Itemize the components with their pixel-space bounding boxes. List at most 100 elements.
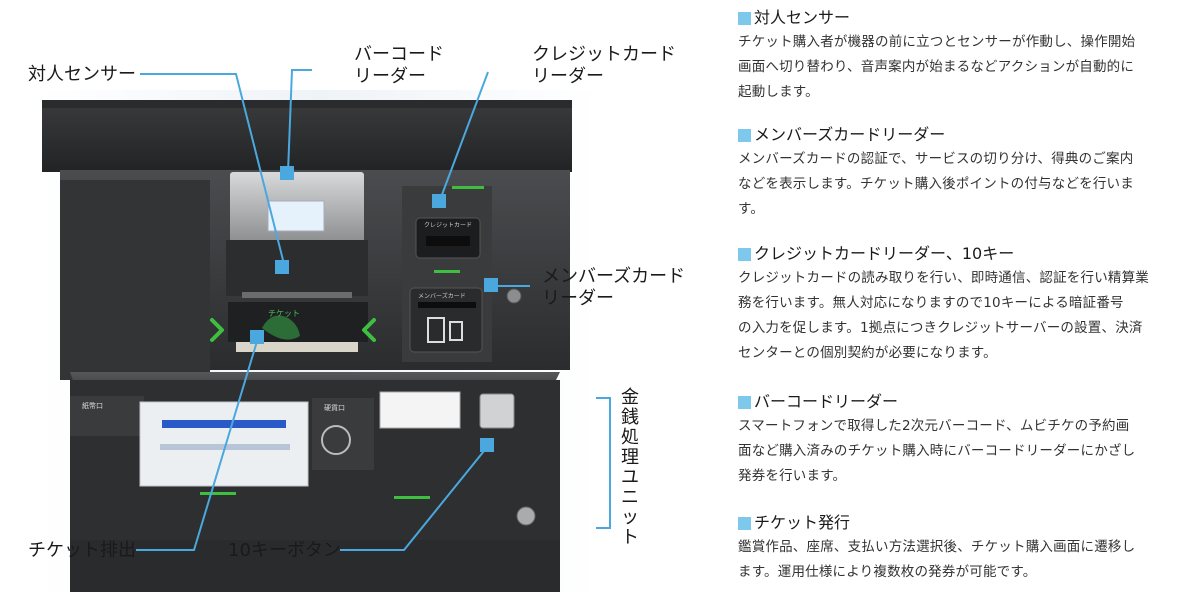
- barcode-reader-base: [226, 240, 368, 296]
- card-insert-icon: [427, 317, 463, 343]
- monitor-bezel: [42, 100, 572, 108]
- desc-line: 務を行います。無人対応になりますので10キーによる暗証番号: [738, 295, 1124, 311]
- desc-line: センターとの個別契約が必要になります。: [738, 345, 997, 361]
- square-bullet-icon: [738, 247, 751, 261]
- callout-human-sensor: 対人センサー: [28, 64, 136, 85]
- callout-members-card-reader: メンバーズカード リーダー: [542, 266, 685, 310]
- desc-body: チケット購入者が機器の前に立つとセンサーが作動し、操作開始 画面へ切り替わり、音…: [738, 30, 1198, 105]
- desc-title: メンバーズカードリーダー: [738, 125, 1198, 145]
- green-marker-top: [452, 186, 484, 189]
- marker-barcode: [280, 166, 294, 180]
- ticket-area-label: チケット: [268, 309, 300, 318]
- callout-cash-unit: 金 銭 処 理 ユ ニ ッ ト: [620, 388, 640, 548]
- callout-members-line2: リーダー: [542, 288, 614, 309]
- desc-line: 発券を行います。: [738, 468, 847, 484]
- tenkey-pad: [479, 393, 515, 429]
- desc-title-text: チケット発行: [754, 513, 851, 532]
- cash-unit-char: ニ: [621, 487, 639, 508]
- desc-barcode-reader: バーコードリーダー スマートフォンで取得した2次元バーコード、ムビチケの予約画 …: [738, 392, 1198, 489]
- barcode-reader-window: [267, 200, 325, 232]
- cash-unit-char: 銭: [621, 407, 639, 428]
- members-card-opening: [418, 302, 476, 308]
- desc-line: などを表示します。チケット購入後ポイントの付与などを行いま: [738, 176, 1134, 192]
- marker-human-sensor: [275, 260, 289, 274]
- callout-ticket-output: チケット排出: [28, 540, 136, 561]
- cash-unit-bracket: [596, 397, 611, 529]
- kiosk-illustration: チケット クレジットカード メンバーズカード 紙幣口 硬貨口: [40, 69, 611, 592]
- line-credit: [439, 71, 489, 201]
- cash-unit-char: 処: [621, 427, 639, 448]
- desc-line: 起動します。: [738, 84, 819, 100]
- desc-line: スマートフォンで取得した2次元バーコード、ムビチケの予約画: [738, 418, 1130, 434]
- desc-body: 鑑賞作品、座席、支払い方法選択後、チケット購入画面に遷移し ます。運用仕様により…: [738, 535, 1198, 585]
- desc-title: クレジットカードリーダー、10キー: [738, 244, 1198, 264]
- square-bullet-icon: [738, 11, 751, 25]
- desc-line: 鑑賞作品、座席、支払い方法選択後、チケット購入画面に遷移し: [738, 539, 1136, 555]
- desc-credit-card-reader: クレジットカードリーダー、10キー クレジットカードの読み取りを行い、即時通信、…: [738, 244, 1198, 366]
- barcode-reader-strip: [242, 292, 352, 298]
- desc-title: バーコードリーダー: [738, 392, 1198, 412]
- callout-credit-line2: リーダー: [532, 66, 604, 87]
- line-barcode: [287, 69, 312, 173]
- credit-slot-label: クレジットカード: [424, 222, 472, 229]
- desc-title: 対人センサー: [738, 8, 1198, 28]
- ticket-tray: [236, 342, 358, 352]
- desc-title: チケット発行: [738, 513, 1198, 533]
- marker-members: [484, 278, 498, 292]
- marker-tenkey: [480, 438, 494, 452]
- chevron-right-icon: [210, 318, 224, 342]
- receipt-slot: [379, 391, 461, 429]
- marker-credit: [432, 194, 446, 208]
- bill-tray-strip: [162, 420, 286, 428]
- desc-ticket-issue: チケット発行 鑑賞作品、座席、支払い方法選択後、チケット購入画面に遷移し ます。…: [738, 513, 1198, 585]
- desc-line: クレジットカードの読み取りを行い、即時通信、認証を行い精算業: [738, 270, 1149, 286]
- credit-card-opening: [426, 236, 470, 246]
- cash-unit-char: 金: [621, 387, 639, 408]
- bill-slot-label: 紙幣口: [82, 401, 103, 410]
- line-human-sensor: [140, 73, 285, 265]
- desc-body: メンバーズカードの認証で、サービスの切り分け、得典のご案内 などを表示します。チ…: [738, 147, 1198, 222]
- desc-title-text: 対人センサー: [754, 8, 851, 27]
- members-slot-label: メンバーズカード: [418, 292, 466, 300]
- bill-slot-panel: [70, 396, 144, 436]
- desc-title-text: クレジットカードリーダー、10キー: [754, 244, 1015, 263]
- credit-green-marker: [434, 270, 460, 273]
- desc-line: の入力を促します。1拠点につきクレジットサーバーの設置、決済: [738, 320, 1143, 336]
- callout-members-line1: メンバーズカード: [542, 266, 686, 287]
- ticket-hand-glyph: [262, 315, 300, 340]
- chevron-left-icon: [362, 318, 376, 342]
- desc-line: 面など購入済みのチケット購入時にバーコードリーダーにかざし: [738, 443, 1136, 459]
- left-panel: [60, 180, 210, 380]
- monitor-body: [42, 100, 572, 172]
- lock-knob: [506, 288, 522, 304]
- square-bullet-icon: [738, 516, 751, 530]
- green-marker-coin: [394, 496, 430, 499]
- desc-human-sensor: 対人センサー チケット購入者が機器の前に立つとセンサーが作動し、操作開始 画面へ…: [738, 8, 1198, 105]
- callout-ten-key: 10キーボタン: [228, 540, 341, 561]
- coin-dial-icon: [321, 425, 351, 455]
- desc-line: チケット購入者が機器の前に立つとセンサーが作動し、操作開始: [738, 34, 1136, 50]
- green-marker-bill: [200, 492, 236, 495]
- callout-barcode-reader: バーコード リーダー: [354, 44, 444, 88]
- callout-credit-card-reader: クレジットカード リーダー: [532, 44, 676, 88]
- line-ticket: [136, 337, 259, 551]
- callout-markers: [250, 166, 498, 452]
- callout-lines: [136, 69, 530, 551]
- key-lock-icon: [516, 506, 536, 526]
- line-tenkey: [340, 445, 489, 551]
- desc-body: スマートフォンで取得した2次元バーコード、ムビチケの予約画 面など購入済みのチケ…: [738, 414, 1198, 489]
- desc-line: メンバーズカードの認証で、サービスの切り分け、得典のご案内: [738, 151, 1134, 167]
- desc-line: す。: [738, 201, 765, 217]
- cash-unit-char: ユ: [621, 467, 639, 488]
- marker-ticket: [250, 330, 264, 344]
- desc-body: クレジットカードの読み取りを行い、即時通信、認証を行い精算業 務を行います。無人…: [738, 266, 1198, 366]
- desc-title-text: バーコードリーダー: [754, 392, 899, 411]
- desc-members-card-reader: メンバーズカードリーダー メンバーズカードの認証で、サービスの切り分け、得典のご…: [738, 125, 1198, 222]
- cash-unit-char: ト: [621, 527, 639, 548]
- desc-title-text: メンバーズカードリーダー: [754, 125, 946, 144]
- callout-barcode-line1: バーコード: [354, 44, 444, 65]
- kiosk-diagram: チケット クレジットカード メンバーズカード 紙幣口 硬貨口: [28, 44, 685, 592]
- callout-credit-line1: クレジットカード: [532, 44, 676, 65]
- callout-barcode-line2: リーダー: [354, 66, 426, 87]
- square-bullet-icon: [738, 395, 751, 409]
